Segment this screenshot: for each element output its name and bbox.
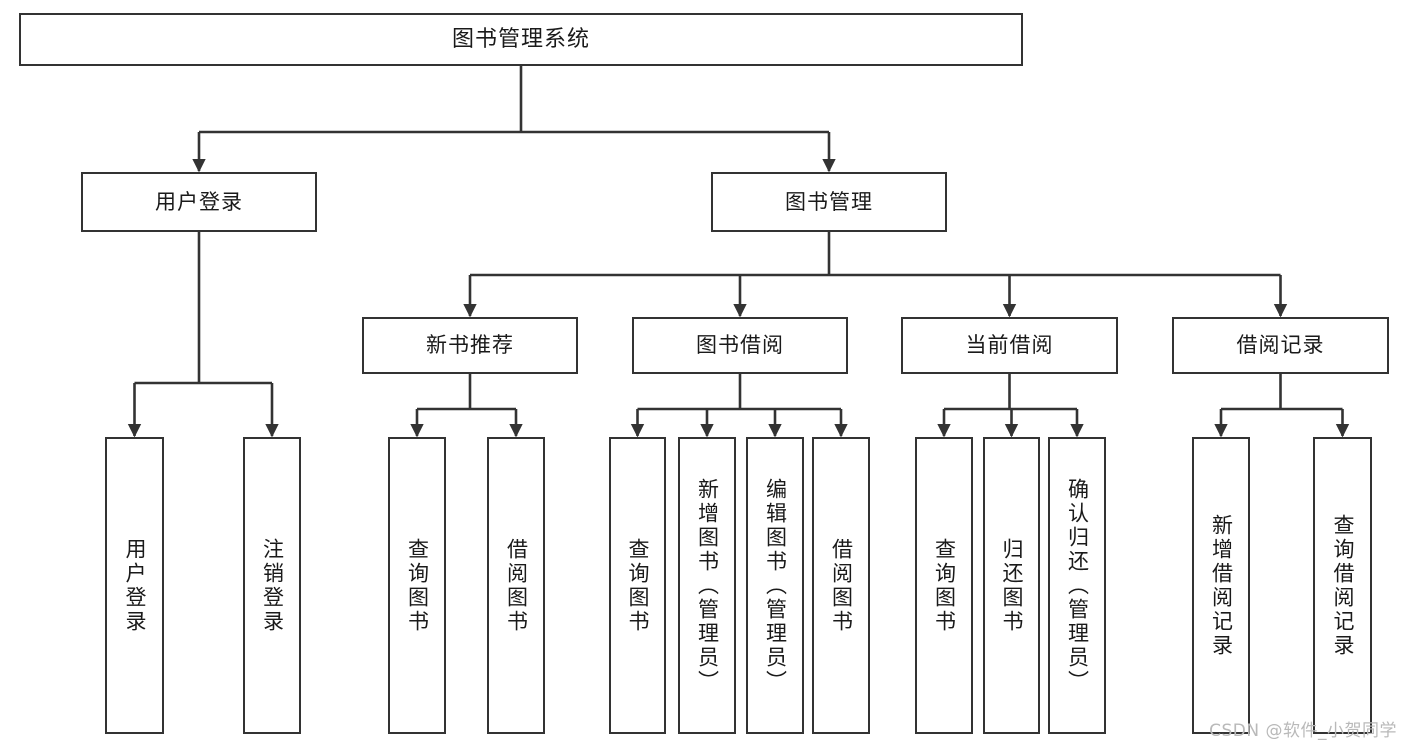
node-leaf-user-logout[interactable]: 注销登录 [243, 437, 301, 734]
node-leaf-add-book[interactable]: 新增图书（管理员） [678, 437, 736, 734]
node-label-leaf-user-login: 用户登录 [123, 537, 147, 634]
node-user-login[interactable]: 用户登录 [81, 172, 317, 232]
node-label-current-borrow: 当前借阅 [965, 333, 1054, 358]
node-leaf-query-book-2[interactable]: 查询图书 [609, 437, 666, 734]
node-label-leaf-query-record: 查询借阅记录 [1331, 513, 1355, 658]
node-leaf-borrow-book-1[interactable]: 借阅图书 [487, 437, 545, 734]
node-borrow-record[interactable]: 借阅记录 [1172, 317, 1389, 374]
node-leaf-confirm-return[interactable]: 确认归还（管理员） [1048, 437, 1106, 734]
node-label-leaf-query-book-1: 查询图书 [405, 537, 430, 634]
node-label-user-login: 用户登录 [155, 189, 243, 214]
node-label-leaf-add-book: 新增图书（管理员） [695, 477, 720, 694]
node-book-borrow[interactable]: 图书借阅 [632, 317, 848, 374]
node-label-new-book-rec: 新书推荐 [426, 333, 514, 358]
node-label-book-borrow: 图书借阅 [696, 333, 784, 358]
node-leaf-borrow-book-2[interactable]: 借阅图书 [812, 437, 870, 734]
node-label-book-manage: 图书管理 [785, 189, 873, 214]
node-leaf-query-record[interactable]: 查询借阅记录 [1313, 437, 1372, 734]
node-root[interactable]: 图书管理系统 [19, 13, 1023, 66]
node-leaf-query-book-1[interactable]: 查询图书 [388, 437, 446, 734]
node-label-leaf-query-book-2: 查询图书 [626, 537, 650, 634]
node-label-leaf-add-record: 新增借阅记录 [1209, 513, 1234, 658]
node-leaf-edit-book[interactable]: 编辑图书（管理员） [746, 437, 804, 734]
node-label-leaf-borrow-book-1: 借阅图书 [504, 537, 529, 634]
node-label-leaf-user-logout: 注销登录 [260, 537, 285, 634]
node-leaf-user-login[interactable]: 用户登录 [105, 437, 164, 734]
node-leaf-add-record[interactable]: 新增借阅记录 [1192, 437, 1250, 734]
node-leaf-query-book-3[interactable]: 查询图书 [915, 437, 973, 734]
node-label-leaf-return-book: 归还图书 [1000, 537, 1024, 634]
node-new-book-rec[interactable]: 新书推荐 [362, 317, 578, 374]
node-label-root: 图书管理系统 [451, 26, 590, 52]
node-label-borrow-record: 借阅记录 [1236, 333, 1325, 358]
node-leaf-return-book[interactable]: 归还图书 [983, 437, 1040, 734]
node-book-manage[interactable]: 图书管理 [711, 172, 947, 232]
node-label-leaf-confirm-return: 确认归还（管理员） [1065, 477, 1090, 694]
node-current-borrow[interactable]: 当前借阅 [901, 317, 1118, 374]
node-label-leaf-borrow-book-2: 借阅图书 [829, 537, 854, 634]
node-label-leaf-query-book-3: 查询图书 [932, 537, 957, 634]
node-label-leaf-edit-book: 编辑图书（管理员） [763, 477, 788, 694]
